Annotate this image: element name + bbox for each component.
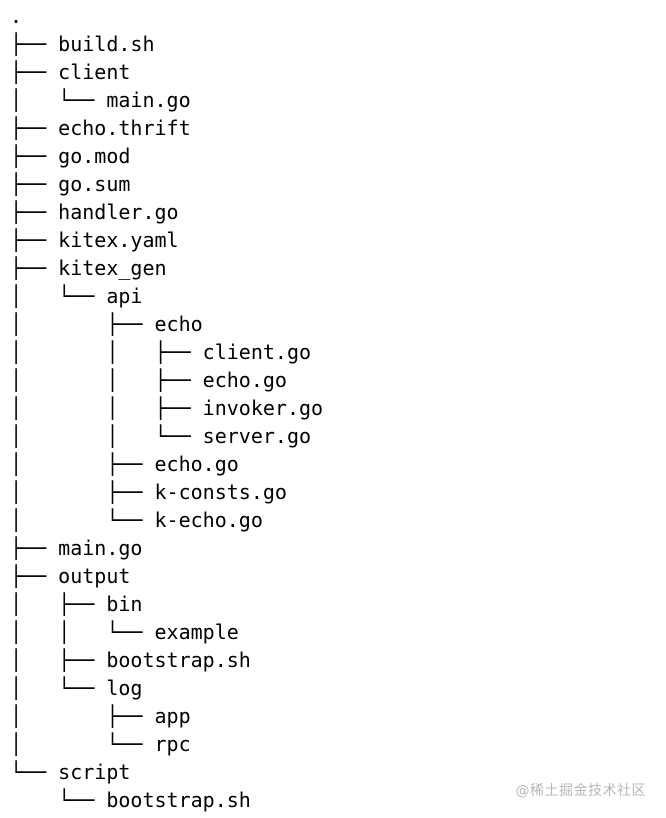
tree-folder-name: echo <box>154 312 203 336</box>
tree-line: │ ├── app <box>10 702 323 730</box>
tree-line: │ │ ├── client.go <box>10 338 323 366</box>
tree-branch-prefix: │ │ ├── <box>10 340 203 364</box>
tree-branch-prefix: ├── <box>10 536 59 560</box>
tree-line: │ └── rpc <box>10 730 323 758</box>
tree-branch-prefix: │ ├── <box>10 312 155 336</box>
tree-file-name: example <box>154 620 239 644</box>
tree-branch-prefix: │ └── <box>10 732 155 756</box>
tree-branch-prefix: ├── <box>10 172 59 196</box>
tree-line: │ └── log <box>10 674 323 702</box>
tree-branch-prefix: │ │ └── <box>10 620 155 644</box>
tree-root-dot: . <box>10 4 23 28</box>
tree-branch-prefix: ├── <box>10 256 59 280</box>
tree-line: │ └── api <box>10 282 323 310</box>
tree-folder-name: kitex_gen <box>58 256 167 280</box>
tree-line: │ ├── echo.go <box>10 450 323 478</box>
tree-file-name: app <box>154 704 191 728</box>
tree-file-name: bootstrap.sh <box>106 648 251 672</box>
tree-file-name: go.sum <box>58 172 131 196</box>
tree-file-name: build.sh <box>58 32 155 56</box>
tree-branch-prefix: └── <box>10 788 107 812</box>
tree-line: ├── client <box>10 58 323 86</box>
tree-branch-prefix: │ └── <box>10 508 155 532</box>
tree-branch-prefix: └── <box>10 760 59 784</box>
tree-line: ├── echo.thrift <box>10 114 323 142</box>
tree-branch-prefix: ├── <box>10 116 59 140</box>
tree-folder-name: script <box>58 760 131 784</box>
tree-file-name: client.go <box>202 340 312 364</box>
tree-line: │ ├── echo <box>10 310 323 338</box>
tree-line: ├── build.sh <box>10 30 323 58</box>
tree-line: └── bootstrap.sh <box>10 786 323 814</box>
tree-branch-prefix: │ └── <box>10 88 107 112</box>
tree-branch-prefix: │ └── <box>10 676 107 700</box>
tree-line: │ ├── bootstrap.sh <box>10 646 323 674</box>
tree-line: ├── go.sum <box>10 170 323 198</box>
tree-folder-name: output <box>58 564 131 588</box>
directory-tree: .├── build.sh├── client│ └── main.go├── … <box>10 2 323 814</box>
tree-file-name: kitex.yaml <box>58 228 179 252</box>
tree-file-name: k-echo.go <box>154 508 263 532</box>
tree-file-name: echo.go <box>154 452 239 476</box>
tree-branch-prefix: ├── <box>10 200 59 224</box>
tree-branch-prefix: │ │ ├── <box>10 368 203 392</box>
tree-file-name: k-consts.go <box>154 480 287 504</box>
tree-branch-prefix: │ ├── <box>10 648 107 672</box>
tree-line: │ │ └── example <box>10 618 323 646</box>
tree-branch-prefix: │ ├── <box>10 704 155 728</box>
tree-file-name: bootstrap.sh <box>106 788 251 812</box>
tree-line: │ │ ├── echo.go <box>10 366 323 394</box>
tree-branch-prefix: ├── <box>10 144 59 168</box>
tree-folder-name: api <box>106 284 143 308</box>
tree-branch-prefix: │ ├── <box>10 452 155 476</box>
tree-line: │ │ └── server.go <box>10 422 323 450</box>
tree-line: ├── handler.go <box>10 198 323 226</box>
watermark: @稀土掘金技术社区 <box>515 783 646 799</box>
tree-file-name: rpc <box>154 732 191 756</box>
tree-branch-prefix: │ ├── <box>10 480 155 504</box>
tree-line: ├── kitex.yaml <box>10 226 323 254</box>
tree-branch-prefix: ├── <box>10 60 59 84</box>
tree-line: ├── main.go <box>10 534 323 562</box>
tree-file-name: server.go <box>202 424 312 448</box>
tree-line: │ └── k-echo.go <box>10 506 323 534</box>
tree-line: │ │ ├── invoker.go <box>10 394 323 422</box>
tree-file-name: invoker.go <box>202 396 324 420</box>
tree-line: │ ├── k-consts.go <box>10 478 323 506</box>
tree-branch-prefix: │ └── <box>10 284 107 308</box>
tree-file-name: handler.go <box>58 200 179 224</box>
tree-file-name: main.go <box>106 88 191 112</box>
tree-line: ├── go.mod <box>10 142 323 170</box>
tree-line: └── script <box>10 758 323 786</box>
tree-file-name: main.go <box>58 536 143 560</box>
tree-branch-prefix: │ │ ├── <box>10 396 203 420</box>
tree-branch-prefix: │ │ └── <box>10 424 203 448</box>
tree-branch-prefix: ├── <box>10 228 59 252</box>
tree-branch-prefix: ├── <box>10 32 59 56</box>
tree-line: │ └── main.go <box>10 86 323 114</box>
tree-branch-prefix: ├── <box>10 564 59 588</box>
tree-folder-name: client <box>58 60 131 84</box>
tree-file-name: echo.thrift <box>58 116 191 140</box>
tree-file-name: echo.go <box>202 368 287 392</box>
tree-folder-name: log <box>106 676 143 700</box>
tree-line-root: . <box>10 2 323 30</box>
tree-line: ├── output <box>10 562 323 590</box>
tree-file-name: go.mod <box>58 144 131 168</box>
tree-line: ├── kitex_gen <box>10 254 323 282</box>
tree-branch-prefix: │ ├── <box>10 592 107 616</box>
tree-line: │ ├── bin <box>10 590 323 618</box>
tree-folder-name: bin <box>106 592 143 616</box>
